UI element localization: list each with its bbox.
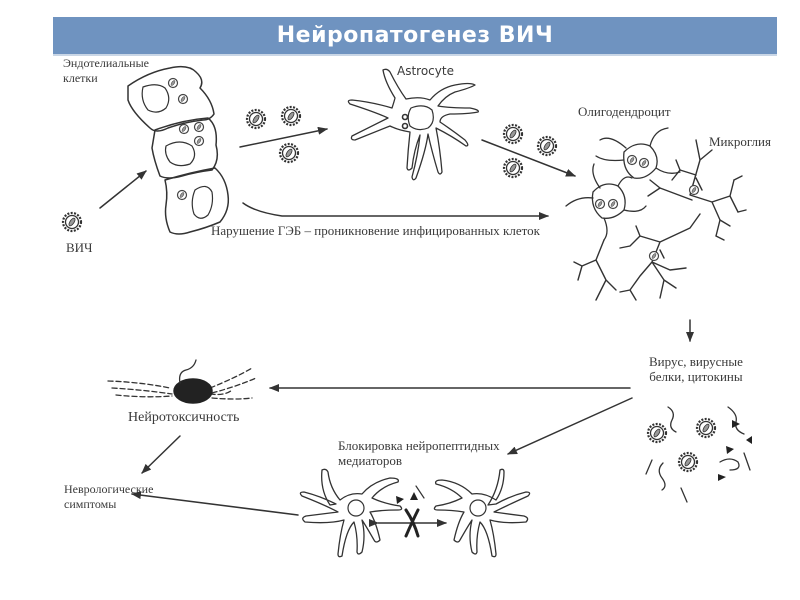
- label-neurotoxicity: Нейротоксичность: [128, 410, 240, 425]
- hiv-virus-icon: [61, 211, 83, 233]
- title-bar: Нейропатогенез ВИЧ: [53, 17, 777, 56]
- block-x-icon: [404, 508, 420, 538]
- arrow-astrocyte-to-glia: [481, 139, 576, 177]
- page-title: Нейропатогенез ВИЧ: [276, 23, 554, 48]
- endothelial-cell-bottom: [164, 167, 230, 235]
- virus-particle-icon: [695, 417, 717, 439]
- virus-particle-icon: [245, 108, 267, 130]
- cytokine-triangle-icon: [396, 496, 404, 504]
- microglia-nucleus-icon: [648, 250, 660, 262]
- virus-particle-icon: [278, 142, 300, 164]
- label-oligodendrocyte: Олигодендроцит: [578, 104, 671, 119]
- damaged-neuron: [107, 367, 257, 400]
- virus-in-oligodendrocyte-icon: [626, 154, 638, 166]
- label-bbb: Нарушение ГЭБ – проникновение инфицирова…: [211, 223, 540, 238]
- arrow-blocking-to-symptoms: [131, 491, 299, 516]
- virus-in-oligodendrocyte-icon: [594, 198, 606, 210]
- neuron-right: [433, 468, 531, 558]
- endothelial-cell-top: [127, 65, 215, 132]
- endothelial-cells: [127, 65, 230, 235]
- virus-particle-icon: [502, 157, 524, 179]
- virus-in-endothelium-icon: [176, 189, 188, 201]
- virus-in-oligodendrocyte-icon: [607, 198, 619, 210]
- virus-particle-icon: [646, 422, 668, 444]
- cytokine-triangle-icon: [718, 474, 726, 481]
- arrow-neurotoxicity-to-symptoms: [141, 435, 181, 474]
- arrow-endothelium-to-astrocyte: [239, 126, 328, 148]
- arrow-bbb-disruption: [242, 202, 549, 220]
- label-astrocyte: Astrocyte: [397, 64, 454, 78]
- virus-in-endothelium-icon: [178, 123, 190, 135]
- astrocyte-cell: [347, 68, 479, 181]
- endothelial-cell-middle: [151, 117, 219, 179]
- label-hiv: ВИЧ: [66, 240, 93, 255]
- label-endothelial: Эндотелиальные клетки: [63, 56, 149, 85]
- label-virus-proteins: Вирус, вирусные белки, цитокины: [649, 354, 743, 384]
- oligodendrocyte-cells: [565, 127, 681, 241]
- microglia-cells: [573, 139, 747, 301]
- arrow-hiv-to-endothelium: [99, 170, 147, 209]
- label-microglia: Микроглия: [709, 134, 771, 149]
- label-neuro-symptoms: Неврологические симптомы: [64, 482, 154, 511]
- cytokine-triangle-icon: [746, 436, 752, 444]
- microglia-nucleus-icon: [688, 184, 700, 196]
- cytokine-triangles: [396, 420, 752, 504]
- virus-in-endothelium-icon: [167, 77, 179, 89]
- neuron-left: [299, 468, 403, 558]
- virus-particle-icon: [677, 451, 699, 473]
- virus-in-endothelium-icon: [193, 135, 205, 147]
- virus-particle-icon: [536, 135, 558, 157]
- cytokine-triangle-icon: [410, 492, 418, 500]
- label-blocking: Блокировка нейропептидных медиаторов: [338, 438, 500, 468]
- damaged-neuron-nucleus: [173, 378, 213, 404]
- arrow-to-blocking: [507, 397, 633, 455]
- virus-in-oligodendrocyte-icon: [638, 157, 650, 169]
- virus-particle-icon: [280, 105, 302, 127]
- cytokine-triangle-icon: [726, 446, 734, 454]
- cytokine-triangle-icon: [732, 420, 740, 428]
- virus-particle-icon: [502, 123, 524, 145]
- virus-in-endothelium-icon: [193, 121, 205, 133]
- virus-in-endothelium-icon: [177, 93, 189, 105]
